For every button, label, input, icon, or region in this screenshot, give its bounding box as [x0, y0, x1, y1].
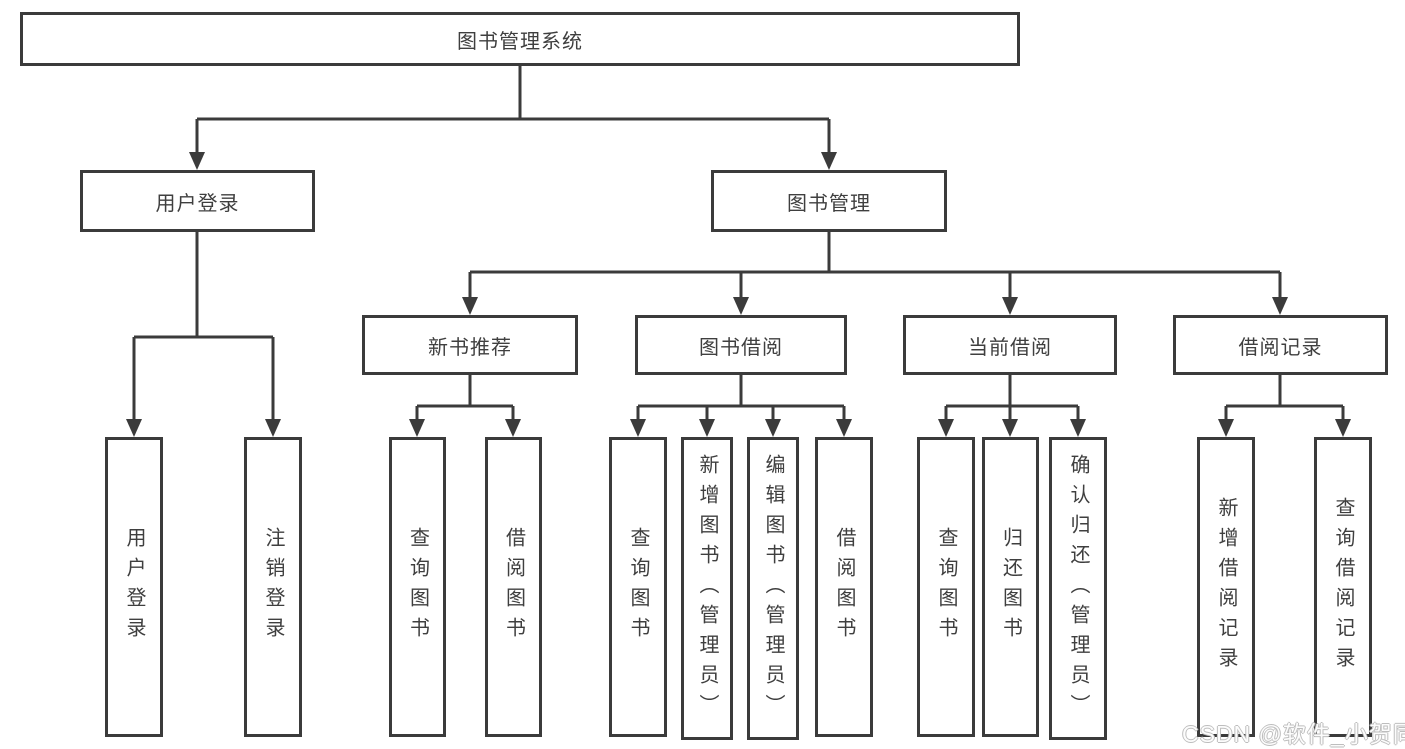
leaf-borrow-books: 借阅图书	[815, 437, 873, 737]
node-label: 归还图书	[999, 527, 1022, 647]
leaf-borrow-books-recommend: 借阅图书	[485, 437, 542, 737]
node-label: 借阅图书	[833, 527, 855, 647]
leaf-add-book-admin: 新增图书（管理员）	[681, 437, 733, 740]
node-book-management: 图书管理	[711, 170, 947, 232]
leaf-add-borrow-record: 新增借阅记录	[1197, 437, 1255, 737]
node-label: 确认归还（管理员）	[1067, 453, 1089, 724]
node-borrow-records: 借阅记录	[1173, 315, 1388, 375]
node-label: 当前借阅	[968, 336, 1052, 359]
node-book-borrow: 图书借阅	[635, 315, 847, 375]
node-label: 查询图书	[627, 527, 649, 647]
leaf-confirm-return-admin: 确认归还（管理员）	[1049, 437, 1107, 740]
node-current-borrow: 当前借阅	[903, 315, 1117, 375]
csdn-watermark: CSDN @软件_小贺同学	[1182, 721, 1405, 747]
leaf-edit-book-admin: 编辑图书（管理员）	[747, 437, 799, 740]
node-label: 注销登录	[262, 527, 284, 647]
node-label: 借阅图书	[502, 527, 525, 647]
node-label: 用户登录	[155, 192, 240, 215]
leaf-query-borrow-record: 查询借阅记录	[1314, 437, 1372, 737]
leaf-user-login: 用户登录	[105, 437, 163, 737]
leaf-logout: 注销登录	[244, 437, 302, 737]
node-label: 编辑图书（管理员）	[762, 453, 784, 724]
node-label: 查询图书	[406, 527, 429, 647]
node-user-login-branch: 用户登录	[80, 170, 315, 232]
node-label: 新书推荐	[428, 336, 512, 359]
node-library-management-system: 图书管理系统	[20, 12, 1020, 66]
leaf-query-books-borrow: 查询图书	[609, 437, 667, 737]
leaf-return-book: 归还图书	[982, 437, 1039, 737]
node-label: 借阅记录	[1238, 336, 1323, 359]
node-label: 查询借阅记录	[1332, 497, 1354, 677]
node-label: 用户登录	[123, 527, 145, 647]
node-label: 查询图书	[935, 527, 957, 647]
leaf-query-books-recommend: 查询图书	[389, 437, 446, 737]
node-label: 图书管理	[787, 192, 871, 215]
node-label: 图书借阅	[699, 336, 783, 359]
node-label: 新增借阅记录	[1215, 497, 1237, 677]
node-new-book-recommend: 新书推荐	[362, 315, 578, 375]
node-label: 图书管理系统	[457, 30, 583, 53]
node-label: 新增图书（管理员）	[696, 453, 718, 724]
leaf-query-books-current: 查询图书	[917, 437, 975, 737]
